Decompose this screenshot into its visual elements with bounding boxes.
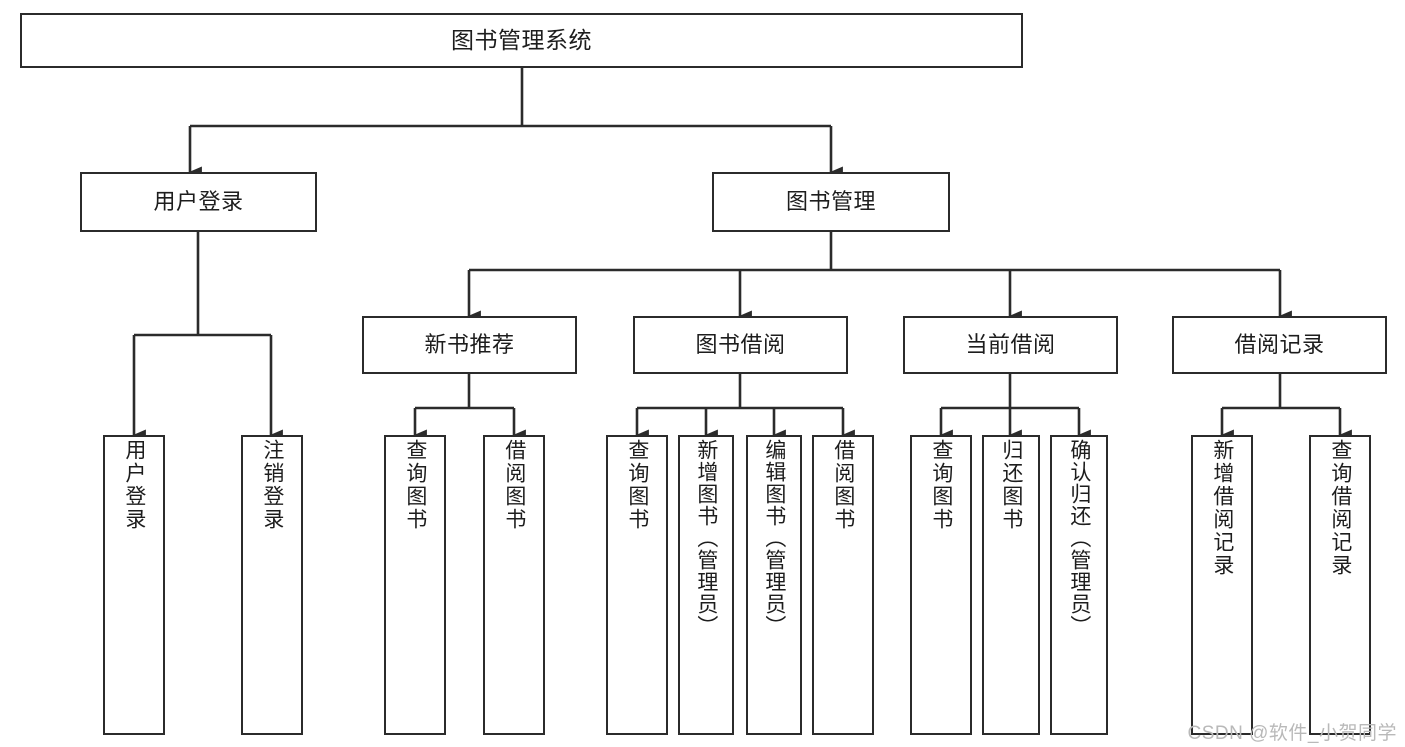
leaf-label: 借阅图书 [831, 439, 855, 531]
leaf-current-confirm-return-admin[interactable]: 确认归还（管理员） [1050, 435, 1108, 735]
leaf-recommend-borrow-book[interactable]: 借阅图书 [483, 435, 545, 735]
leaf-label: 确认归还（管理员） [1067, 439, 1091, 637]
node-current-borrow[interactable]: 当前借阅 [903, 316, 1118, 374]
leaf-label: 归还图书 [999, 439, 1023, 531]
leaf-borrow-query-book[interactable]: 查询图书 [606, 435, 668, 735]
node-borrow-record[interactable]: 借阅记录 [1172, 316, 1387, 374]
leaf-current-query-book[interactable]: 查询图书 [910, 435, 972, 735]
node-root-system[interactable]: 图书管理系统 [20, 13, 1023, 68]
node-new-book-recommend[interactable]: 新书推荐 [362, 316, 577, 374]
node-label: 图书借阅 [695, 332, 786, 358]
leaf-label: 查询图书 [403, 439, 427, 531]
watermark: CSDN @软件_小贺同学 [1187, 723, 1397, 744]
leaf-label: 借阅图书 [502, 439, 526, 531]
leaf-current-return-book[interactable]: 归还图书 [982, 435, 1040, 735]
node-book-management[interactable]: 图书管理 [712, 172, 950, 232]
node-book-borrow[interactable]: 图书借阅 [633, 316, 848, 374]
leaf-label: 查询图书 [625, 439, 649, 531]
leaf-record-query-record[interactable]: 查询借阅记录 [1309, 435, 1371, 735]
node-label: 图书管理 [785, 189, 876, 215]
leaf-record-add-record[interactable]: 新增借阅记录 [1191, 435, 1253, 735]
leaf-recommend-query-book[interactable]: 查询图书 [384, 435, 446, 735]
leaf-label: 新增图书（管理员） [694, 439, 718, 637]
leaf-borrow-add-book-admin[interactable]: 新增图书（管理员） [678, 435, 734, 735]
node-label: 用户登录 [153, 189, 244, 215]
leaf-label: 新增借阅记录 [1210, 439, 1234, 577]
node-user-login[interactable]: 用户登录 [80, 172, 317, 232]
node-label: 借阅记录 [1234, 332, 1325, 358]
node-label: 新书推荐 [424, 332, 515, 358]
node-label: 图书管理系统 [451, 27, 592, 54]
leaf-label: 编辑图书（管理员） [762, 439, 786, 637]
leaf-label: 用户登录 [122, 439, 146, 531]
leaf-label: 查询图书 [929, 439, 953, 531]
leaf-label: 查询借阅记录 [1328, 439, 1352, 577]
leaf-borrow-borrow-book[interactable]: 借阅图书 [812, 435, 874, 735]
leaf-user-login-logout[interactable]: 注销登录 [241, 435, 303, 735]
leaf-label: 注销登录 [260, 439, 284, 531]
leaf-borrow-edit-book-admin[interactable]: 编辑图书（管理员） [746, 435, 802, 735]
node-label: 当前借阅 [965, 332, 1056, 358]
leaf-user-login-login[interactable]: 用户登录 [103, 435, 165, 735]
